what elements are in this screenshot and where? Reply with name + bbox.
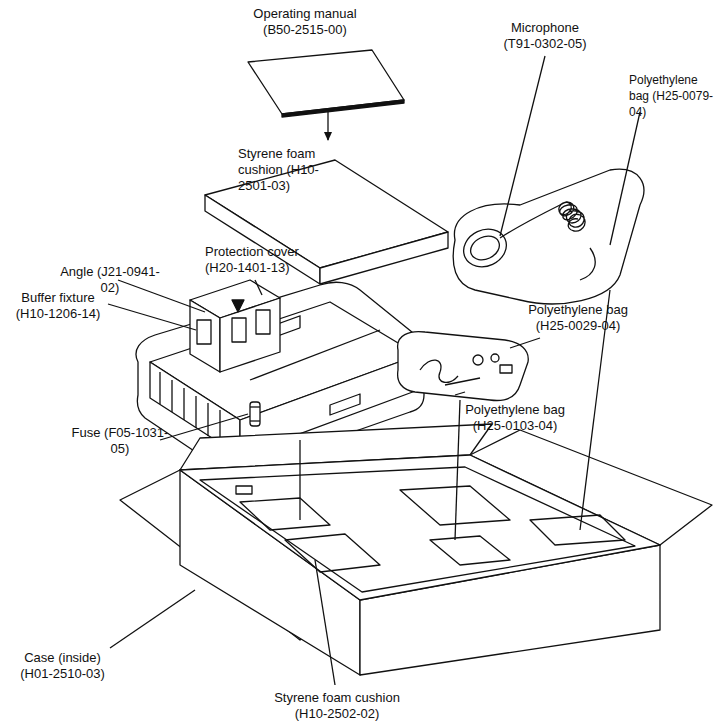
fuse [250, 402, 260, 426]
part-label: Styrene foam cushion (H10-2502-02) [262, 690, 412, 722]
part-label: Microphone (T91-0302-05) [495, 20, 595, 52]
assembly-arrow [327, 112, 328, 140]
part-label: Buffer fixture (H10-1206-14) [6, 290, 110, 322]
case [120, 424, 712, 675]
part-label: Polyethylene bag (H25-0029-04) [518, 302, 638, 334]
part-label: Operating manual (B50-2515-00) [240, 6, 370, 38]
part-label: Polyethylene bag (H25-0079-04) [629, 72, 719, 120]
leader-lines [108, 56, 640, 685]
part-label: Protection cover (H20-1401-13) [205, 244, 320, 276]
manual-edge [282, 100, 404, 117]
part-label: Styrene foam cushion (H10-2501-03) [238, 146, 338, 194]
microphone-bag [453, 169, 644, 304]
angle-bracket [190, 280, 280, 372]
part-label: Case (inside) (H01-2510-03) [10, 650, 115, 682]
part-label: Fuse (F05-1031-05) [70, 425, 170, 457]
part-label: Polyethylene bag (H25-0103-04) [455, 402, 575, 434]
accessory-bag [398, 332, 529, 401]
